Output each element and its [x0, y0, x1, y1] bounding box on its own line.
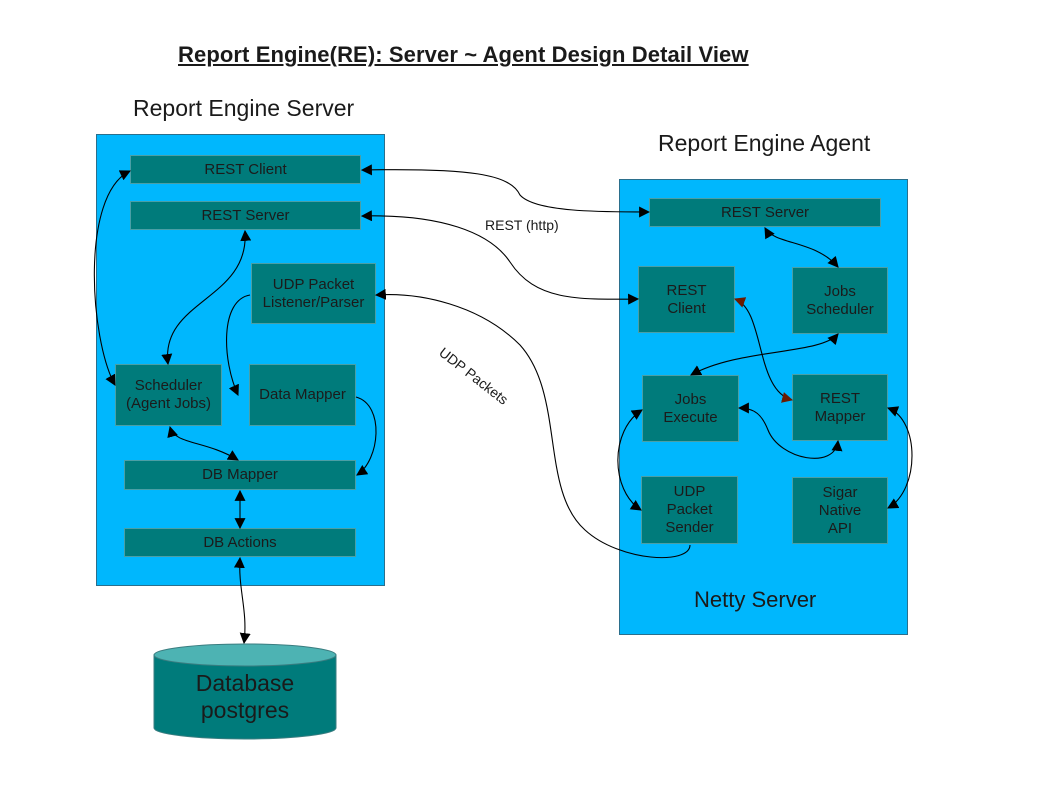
arrow-jobs-execute-to-udp-sender [617, 409, 643, 511]
arrow-scheduler-to-db-mapper [167, 425, 239, 461]
udp-listener-label: UDP Packet Listener/Parser [262, 275, 365, 311]
server-heading: Report Engine Server [133, 95, 355, 121]
data-mapper-label: Data Mapper [259, 386, 346, 403]
jobs-scheduler-node: Jobs Scheduler [792, 267, 888, 334]
arrow-data-mapper-to-db-mapper [355, 396, 377, 476]
arrow-rest-client-to-scheduler [93, 170, 131, 386]
arrow-db-actions-to-database [233, 556, 251, 645]
agent-rest-server-node: REST Server [649, 198, 881, 227]
jobs-execute-label: Jobs Execute [663, 390, 718, 426]
arrow-udp-sender-to-listener [374, 288, 691, 559]
rest-http-label: REST (http) [485, 217, 559, 233]
jobs-execute-node: Jobs Execute [642, 375, 739, 442]
arrow-rest-mapper-to-jobs-execute [737, 402, 843, 459]
agent-rest-client-label: REST Client [666, 281, 707, 317]
udp-sender-node: UDP Packet Sender [641, 476, 738, 544]
arrow-rest-server-to-scheduler [161, 229, 252, 366]
arrow-rest-client-to-agent-server [360, 164, 651, 218]
server-rest-client-node: REST Client [130, 155, 361, 184]
arrow-rest-server-to-agent-client [360, 210, 640, 305]
agent-rest-server-label: REST Server [720, 203, 810, 221]
arrow-agent-server-to-jobs-scheduler [764, 227, 839, 268]
server-rest-server-node: REST Server [130, 201, 361, 230]
agent-rest-client-node: REST Client [638, 266, 735, 333]
arrow-listener-to-data-mapper [226, 294, 251, 397]
arrow-jobs-scheduler-to-execute [690, 333, 839, 376]
agent-heading: Report Engine Agent [658, 130, 871, 156]
server-rest-server-label: REST Server [201, 206, 290, 224]
database-label: Database postgres [195, 670, 295, 723]
server-rest-client-label: REST Client [204, 160, 287, 178]
arrow-agent-client-to-rest-mapper [733, 297, 794, 403]
db-mapper-label: DB Mapper [202, 466, 278, 483]
jobs-scheduler-label: Jobs Scheduler [806, 282, 874, 318]
udp-sender-label: UDP Packet Sender [665, 483, 714, 536]
db-actions-label: DB Actions [203, 533, 277, 551]
sigar-api-label: Sigar Native API [818, 483, 862, 537]
sigar-api-node: Sigar Native API [792, 477, 888, 544]
arrow-rest-mapper-to-sigar [886, 406, 913, 509]
db-mapper-node: DB Mapper [124, 460, 356, 490]
data-mapper-node: Data Mapper [249, 364, 356, 426]
diagram-title: Report Engine(RE): Server ~ Agent Design… [178, 42, 749, 67]
scheduler-node: Scheduler (Agent Jobs) [115, 364, 222, 426]
netty-server-label: Netty Server [694, 587, 817, 612]
database-icon [153, 643, 337, 740]
scheduler-label: Scheduler (Agent Jobs) [125, 377, 212, 412]
udp-listener-node: UDP Packet Listener/Parser [251, 263, 376, 324]
